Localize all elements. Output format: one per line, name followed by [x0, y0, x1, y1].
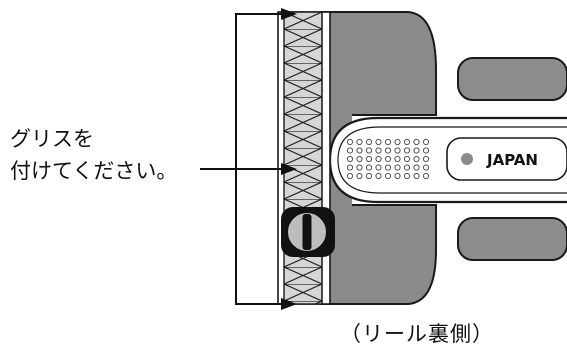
vent-hole — [365, 147, 373, 154]
vent-hole — [413, 172, 420, 180]
reel-arm-inner — [337, 126, 567, 194]
vent-hole — [346, 147, 354, 154]
vent-hole — [394, 164, 401, 171]
brand-text: JAPAN — [486, 151, 538, 169]
pad-bottom — [457, 217, 567, 261]
vent-hole — [384, 155, 392, 163]
vent-hole — [413, 138, 420, 146]
grease-label-line1: グリスを — [10, 127, 94, 151]
vent-hole — [422, 147, 430, 154]
vent-hole — [365, 138, 373, 146]
vent-hole — [394, 155, 401, 163]
gear-strip — [283, 11, 323, 305]
vent-hole — [422, 155, 430, 163]
vent-hole — [356, 138, 363, 146]
vent-hole — [403, 164, 411, 171]
dot-icon — [461, 153, 473, 165]
vent-holes — [346, 138, 430, 180]
vent-hole — [413, 155, 420, 163]
vent-hole — [422, 138, 430, 146]
vent-hole — [356, 172, 363, 180]
vent-hole — [403, 172, 411, 180]
vent-hole — [365, 172, 373, 180]
vent-hole — [384, 138, 392, 146]
vent-hole — [375, 138, 382, 146]
vent-hole — [413, 164, 420, 171]
vent-hole — [375, 155, 382, 163]
vent-hole — [375, 164, 382, 171]
vent-hole — [394, 172, 401, 180]
vent-hole — [346, 138, 354, 146]
vent-hole — [384, 172, 392, 180]
grease-bracket — [200, 13, 283, 305]
vent-hole — [422, 164, 430, 171]
vent-hole — [403, 147, 411, 154]
vent-hole — [346, 164, 354, 171]
pad-top — [457, 57, 567, 101]
vent-hole — [365, 164, 373, 171]
vent-hole — [356, 155, 363, 163]
vent-hole — [356, 164, 363, 171]
vent-hole — [403, 155, 411, 163]
vent-hole — [346, 155, 354, 163]
vent-hole — [413, 147, 420, 154]
vent-hole — [394, 138, 401, 146]
vent-hole — [365, 155, 373, 163]
caption: （リール裏側） — [340, 322, 494, 346]
brand-badge — [446, 137, 567, 181]
vent-hole — [375, 172, 382, 180]
vent-hole — [346, 172, 354, 180]
vent-hole — [394, 147, 401, 154]
vent-hole — [384, 164, 392, 171]
grease-label-line2: 付けてください。 — [10, 159, 178, 183]
vent-hole — [403, 138, 411, 146]
reel-body — [321, 11, 437, 116]
reel-body-lower — [321, 204, 437, 305]
vent-hole — [356, 147, 363, 154]
vent-hole — [422, 172, 430, 180]
arrow-heads — [281, 8, 297, 310]
vent-hole — [375, 147, 382, 154]
vent-hole — [384, 147, 392, 154]
